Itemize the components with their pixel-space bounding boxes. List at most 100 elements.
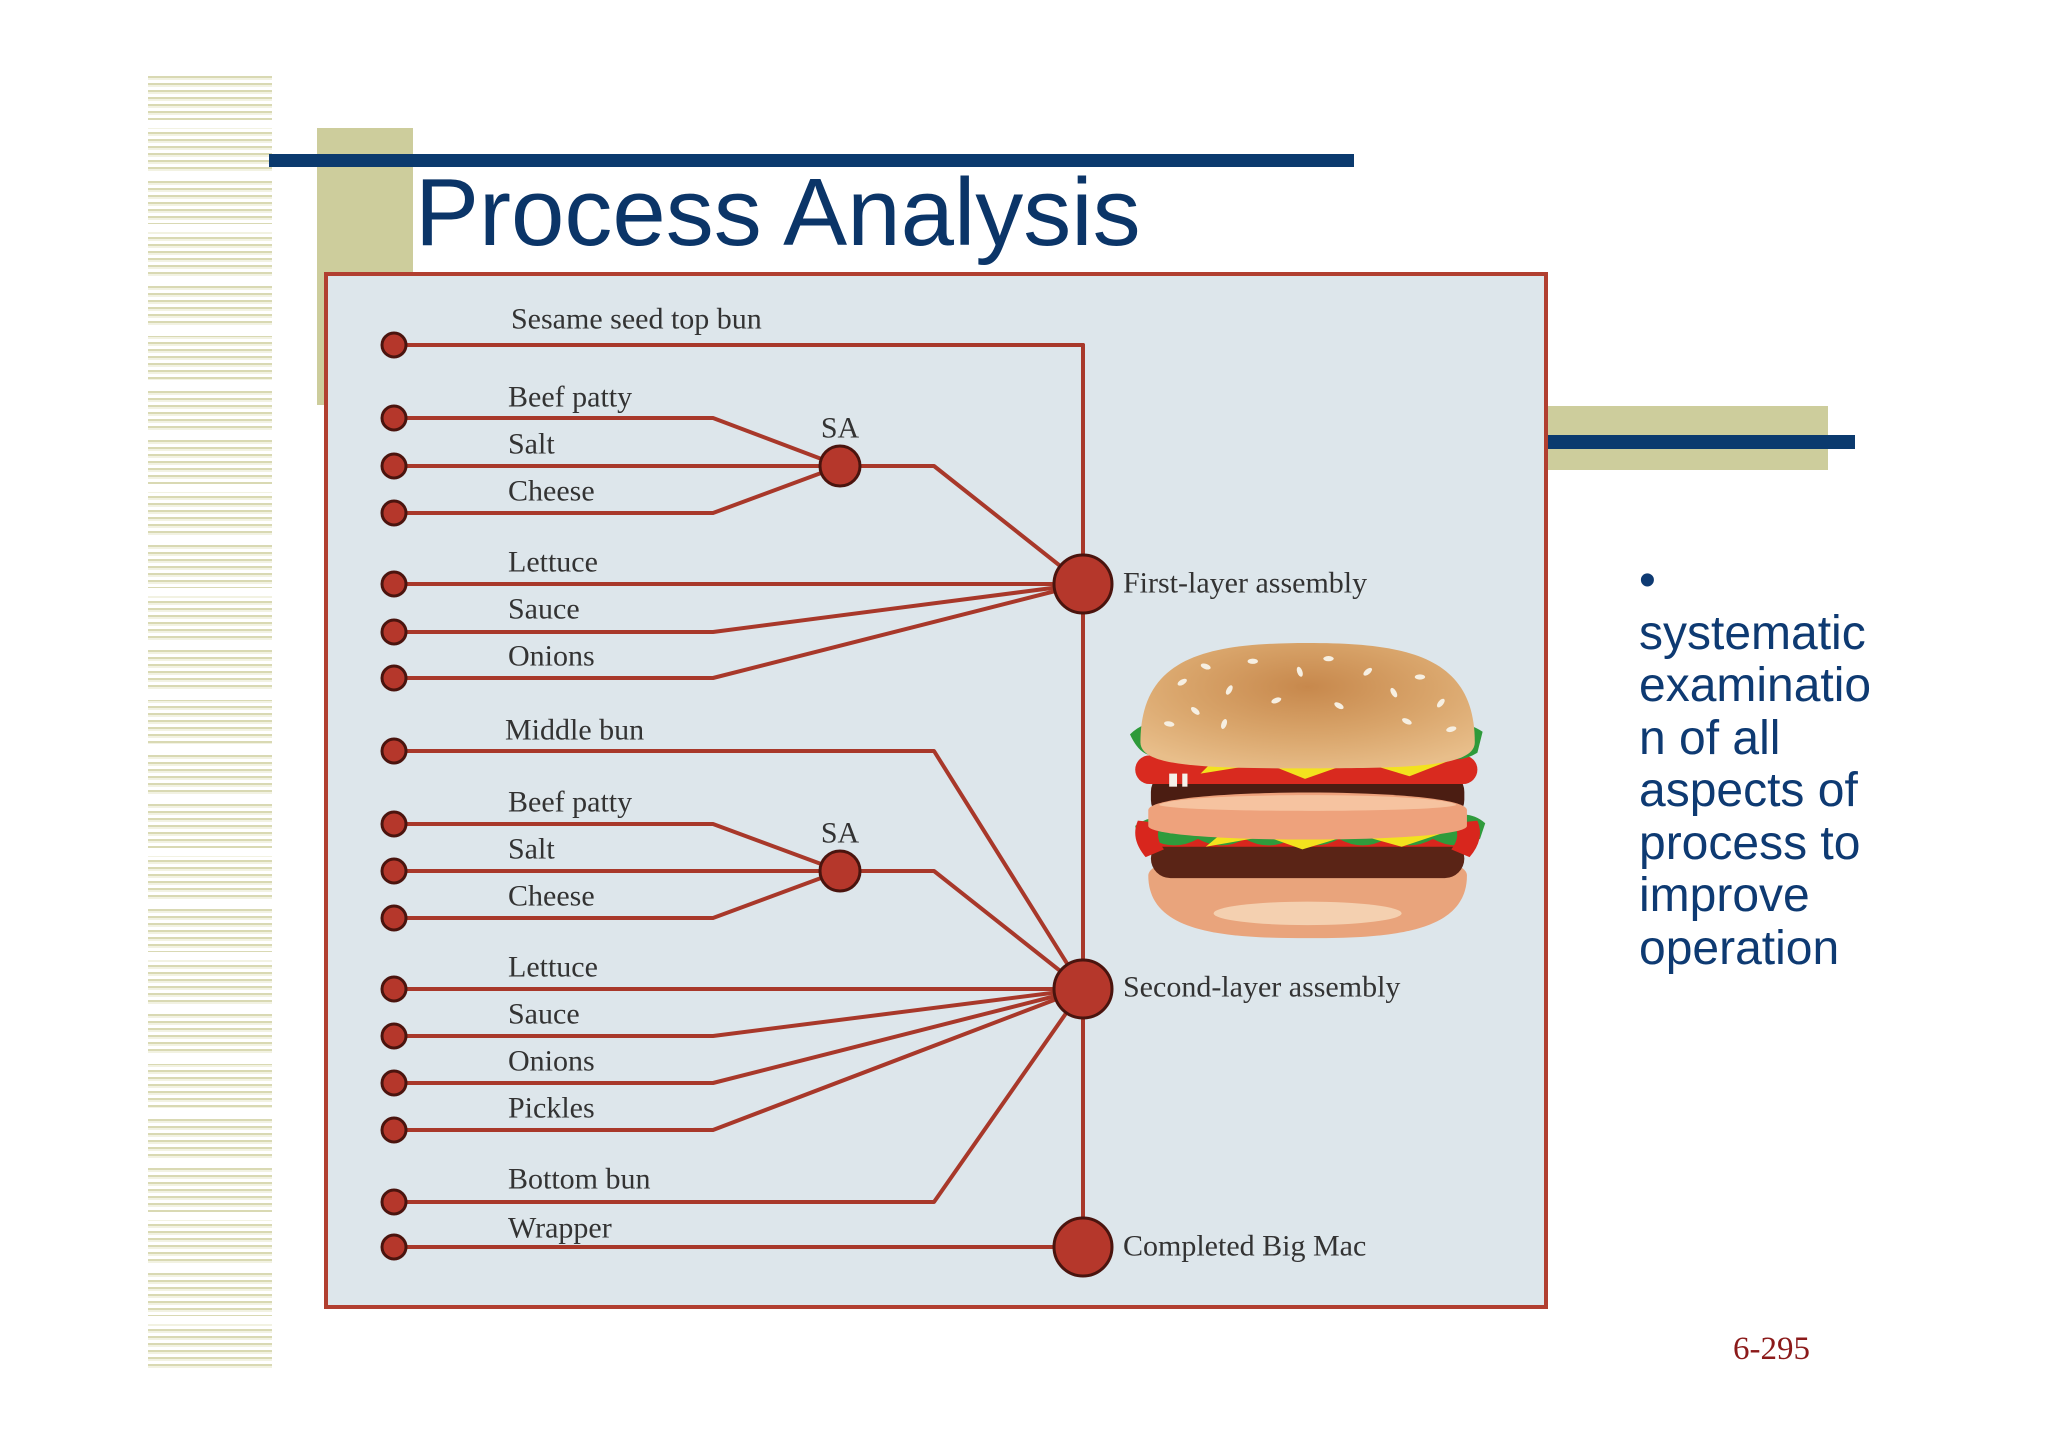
component-node bbox=[380, 1116, 408, 1144]
sesame-seed bbox=[1247, 658, 1258, 664]
component-node bbox=[380, 570, 408, 598]
subassembly-label: SA bbox=[821, 412, 860, 445]
sesame-seed bbox=[1390, 687, 1398, 698]
component-label: Middle bun bbox=[505, 714, 644, 747]
component-label: Sauce bbox=[508, 593, 580, 626]
middle-bun-highlight bbox=[1158, 795, 1457, 811]
subassembly-label: SA bbox=[821, 817, 860, 850]
flow-lines bbox=[392, 343, 1085, 1249]
bullet-line: aspects of bbox=[1639, 764, 1858, 817]
page-number: 6-295 bbox=[1733, 1331, 1810, 1367]
sesame-seed bbox=[1225, 685, 1233, 695]
component-node bbox=[380, 810, 408, 838]
component-node bbox=[380, 1022, 408, 1050]
component-label: Bottom bun bbox=[508, 1163, 651, 1196]
sesame-seed bbox=[1271, 697, 1282, 704]
sesame-seed bbox=[1220, 718, 1228, 729]
component-label: Cheese bbox=[508, 475, 595, 508]
completed-product-node bbox=[1052, 1216, 1114, 1278]
second-layer-assembly-node bbox=[1052, 958, 1114, 1020]
bullet-line: improve bbox=[1639, 869, 1810, 922]
component-node bbox=[380, 904, 408, 932]
flow-line bbox=[392, 987, 1085, 1085]
flow-line bbox=[392, 582, 1085, 680]
component-node bbox=[380, 737, 408, 765]
component-label: Onions bbox=[508, 640, 595, 673]
onion bbox=[1169, 773, 1178, 787]
bullet-line: n of all bbox=[1639, 711, 1781, 765]
component-label: Lettuce bbox=[508, 951, 598, 984]
component-labels: Sesame seed top bun Beef patty Salt Chee… bbox=[505, 303, 762, 1245]
component-node bbox=[380, 975, 408, 1003]
bullet-list: • systematic examinatio n of all aspects… bbox=[1639, 554, 1872, 975]
flow-line bbox=[392, 464, 842, 515]
component-node bbox=[380, 857, 408, 885]
component-nodes bbox=[380, 331, 408, 1261]
bullet-line: process to bbox=[1639, 816, 1861, 870]
component-label: Cheese bbox=[508, 880, 595, 913]
subassembly-node bbox=[818, 444, 862, 488]
component-label: Onions bbox=[508, 1045, 595, 1078]
sesame-seed bbox=[1334, 702, 1344, 710]
flow-line bbox=[392, 987, 1085, 1038]
component-label: Pickles bbox=[508, 1092, 595, 1125]
right-accent-rule bbox=[1548, 435, 1855, 449]
flow-line bbox=[392, 582, 1085, 634]
flow-line bbox=[392, 869, 842, 920]
sesame-seed bbox=[1363, 667, 1373, 676]
subassemblies: SA SA bbox=[818, 412, 862, 893]
component-label: Beef patty bbox=[508, 786, 632, 819]
sesame-seed bbox=[1177, 678, 1187, 686]
sesame-seed bbox=[1414, 674, 1426, 680]
component-node bbox=[380, 452, 408, 480]
component-node bbox=[380, 1188, 408, 1216]
flow-line-subassembly-out bbox=[838, 464, 1085, 586]
patty bbox=[1150, 838, 1465, 879]
sesame-seed bbox=[1296, 666, 1303, 677]
flow-line bbox=[392, 822, 842, 873]
bullet-line: operation bbox=[1639, 921, 1840, 975]
bullet-line: examinatio bbox=[1639, 659, 1872, 712]
component-node bbox=[380, 1069, 408, 1097]
flow-line bbox=[392, 416, 842, 468]
component-label: Beef patty bbox=[508, 381, 632, 414]
assemblies: First-layer assembly Second-layer assemb… bbox=[1052, 553, 1400, 1278]
top-bun bbox=[1140, 643, 1475, 769]
component-node bbox=[380, 664, 408, 692]
sesame-seed bbox=[1164, 721, 1175, 727]
sesame-seed bbox=[1446, 726, 1457, 733]
component-label: Sesame seed top bun bbox=[511, 303, 762, 336]
assembly-label: First-layer assembly bbox=[1123, 567, 1367, 600]
component-node bbox=[380, 1233, 408, 1261]
flow-line bbox=[392, 987, 1085, 1132]
assembly-label: Second-layer assembly bbox=[1123, 971, 1400, 1004]
component-node bbox=[380, 331, 408, 359]
decorative-side-stripes bbox=[148, 76, 272, 1369]
onion bbox=[1182, 773, 1188, 787]
big-mac-illustration bbox=[1130, 643, 1486, 939]
component-label: Salt bbox=[508, 428, 555, 461]
bullet-glyph: • bbox=[1639, 554, 1656, 607]
sesame-seed bbox=[1402, 718, 1412, 725]
component-label: Sauce bbox=[508, 998, 580, 1031]
sesame-seed bbox=[1436, 698, 1445, 708]
sesame-seeds bbox=[1164, 656, 1457, 733]
flow-line bbox=[392, 749, 1085, 991]
component-label: Lettuce bbox=[508, 546, 598, 579]
flow-line bbox=[392, 987, 1085, 1204]
sesame-seed bbox=[1323, 656, 1334, 662]
assembly-label: Completed Big Mac bbox=[1123, 1230, 1366, 1263]
first-layer-assembly-node bbox=[1052, 553, 1114, 615]
component-label: Salt bbox=[508, 833, 555, 866]
sesame-seed bbox=[1200, 663, 1211, 670]
component-label: Wrapper bbox=[508, 1212, 612, 1245]
title-rule bbox=[269, 154, 1354, 167]
process-flow-diagram: Sesame seed top bun Beef patty Salt Chee… bbox=[324, 272, 1548, 1309]
subassembly-node bbox=[818, 849, 862, 893]
component-node bbox=[380, 404, 408, 432]
sesame-seed bbox=[1190, 707, 1200, 715]
flow-line-subassembly-out bbox=[838, 869, 1085, 991]
bottom-bun-highlight bbox=[1213, 901, 1402, 926]
component-node bbox=[380, 618, 408, 646]
component-node bbox=[380, 499, 408, 527]
